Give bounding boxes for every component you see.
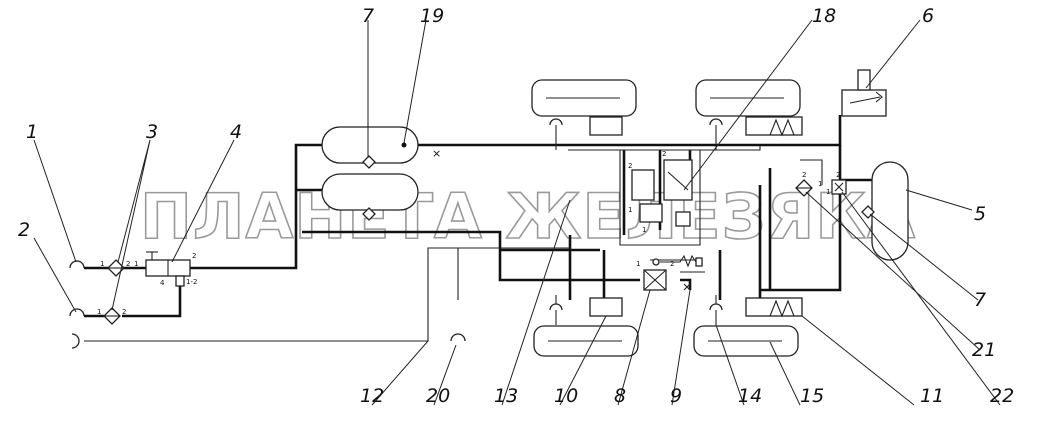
brake-chamber-front-left-icon	[549, 116, 623, 136]
wheel-front-left-icon	[531, 79, 637, 117]
port-label: 1	[97, 308, 101, 316]
receiver-lower-icon	[321, 173, 419, 221]
port-label: 1	[100, 260, 104, 268]
valve-6-icon	[841, 69, 887, 117]
receiver-19-icon	[321, 126, 419, 169]
callout-18: 18	[812, 5, 836, 27]
port-label: 2	[126, 260, 130, 268]
port-label: 1	[636, 260, 640, 268]
callout-numbers: 1 2 3 4 5 6 7 19 18 7 21 22 11 15 14 9 8…	[18, 5, 1014, 407]
receiver-5-icon	[861, 161, 909, 261]
control-block-18-icon: 2 2 1 1	[628, 150, 693, 234]
callout-15: 15	[800, 385, 824, 407]
filter-3-bottom-icon: 1 2	[97, 307, 126, 325]
callout-6: 6	[922, 5, 934, 27]
port-label: 2	[628, 162, 632, 170]
callout-9: 9	[670, 385, 682, 407]
coupling-20-icon	[450, 333, 466, 342]
callout-4: 4	[230, 121, 242, 143]
callout-13: 13	[494, 385, 518, 407]
port-label: 1	[818, 180, 822, 188]
callout-22: 22	[990, 385, 1014, 407]
callout-14: 14	[738, 385, 762, 407]
callout-21: 21	[972, 339, 996, 361]
port-label: 1	[628, 206, 632, 214]
callout-1: 1	[26, 121, 38, 143]
callout-19: 19	[420, 5, 444, 27]
callout-11: 11	[920, 385, 944, 407]
callout-12: 12	[360, 385, 384, 407]
callout-7-top: 7	[362, 5, 374, 27]
valve-4-icon: 1 2 4 1-2	[134, 251, 197, 287]
coupling-2-icon	[69, 308, 85, 317]
wheel-front-right-icon	[695, 79, 801, 117]
coupling-1-icon	[69, 260, 85, 269]
coupling-brake-line-icon	[71, 333, 80, 349]
port-label: 2	[662, 150, 666, 158]
port-label: 1	[826, 188, 830, 196]
port-label: 2	[122, 308, 126, 316]
brake-chamber-rear-right-icon	[709, 297, 803, 318]
brake-chamber-rear-left-icon	[549, 297, 623, 317]
drain-mark: ×	[432, 147, 441, 160]
callout-2: 2	[18, 219, 30, 241]
port-label: 1-2	[186, 278, 197, 286]
wheel-rear-left-icon	[533, 325, 639, 357]
wheel-rear-right-icon	[693, 325, 799, 357]
port-label: 1	[642, 226, 646, 234]
callout-5: 5	[974, 203, 986, 225]
callout-8: 8	[614, 385, 626, 407]
signal-lines	[84, 125, 823, 342]
valve-22-icon: 2 1	[826, 171, 847, 196]
callout-leaders	[33, 19, 1001, 406]
port-label: 2	[836, 171, 840, 179]
callout-3: 3	[146, 121, 158, 143]
fitting-9-icon	[683, 283, 691, 291]
port-label: 2	[802, 171, 806, 179]
callout-10: 10	[554, 385, 578, 407]
valve-8-icon: 1 2	[636, 254, 703, 291]
valve-21-icon: 2 1	[795, 171, 822, 197]
pipelines	[84, 115, 880, 318]
port-label: 2	[192, 252, 196, 260]
callout-20: 20	[426, 385, 450, 407]
port-label: 2	[670, 260, 674, 268]
port-label: 1	[134, 260, 138, 268]
brake-chamber-front-right-icon	[709, 116, 803, 137]
callout-7-right: 7	[974, 289, 986, 311]
watermark-text: ПЛАНЕТА ЖЕЛЕЗЯКА	[140, 180, 916, 253]
port-label: 4	[160, 279, 165, 287]
